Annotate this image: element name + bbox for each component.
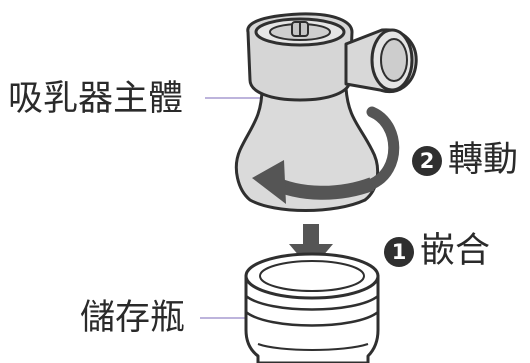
pump-body-label: 吸乳器主體 (8, 79, 184, 119)
bottle-thread-1 (245, 294, 379, 311)
bottle-mouth-inner (259, 260, 365, 292)
step-rotate: 2 轉動 (412, 143, 518, 178)
step-number-badge: 1 (384, 236, 414, 267)
bottle-label: 儲存瓶 (80, 298, 186, 338)
step-text: 轉動 (448, 140, 519, 180)
storage-bottle (244, 252, 380, 363)
bottle-thread-2 (245, 310, 379, 327)
bottle-neck (244, 274, 380, 363)
step-attach: 1 嵌合 (384, 234, 490, 269)
bottle-shoulder (257, 343, 369, 351)
rotate-arrow (252, 106, 400, 204)
step-number-badge: 2 (412, 145, 442, 176)
step-text: 嵌合 (420, 231, 491, 271)
